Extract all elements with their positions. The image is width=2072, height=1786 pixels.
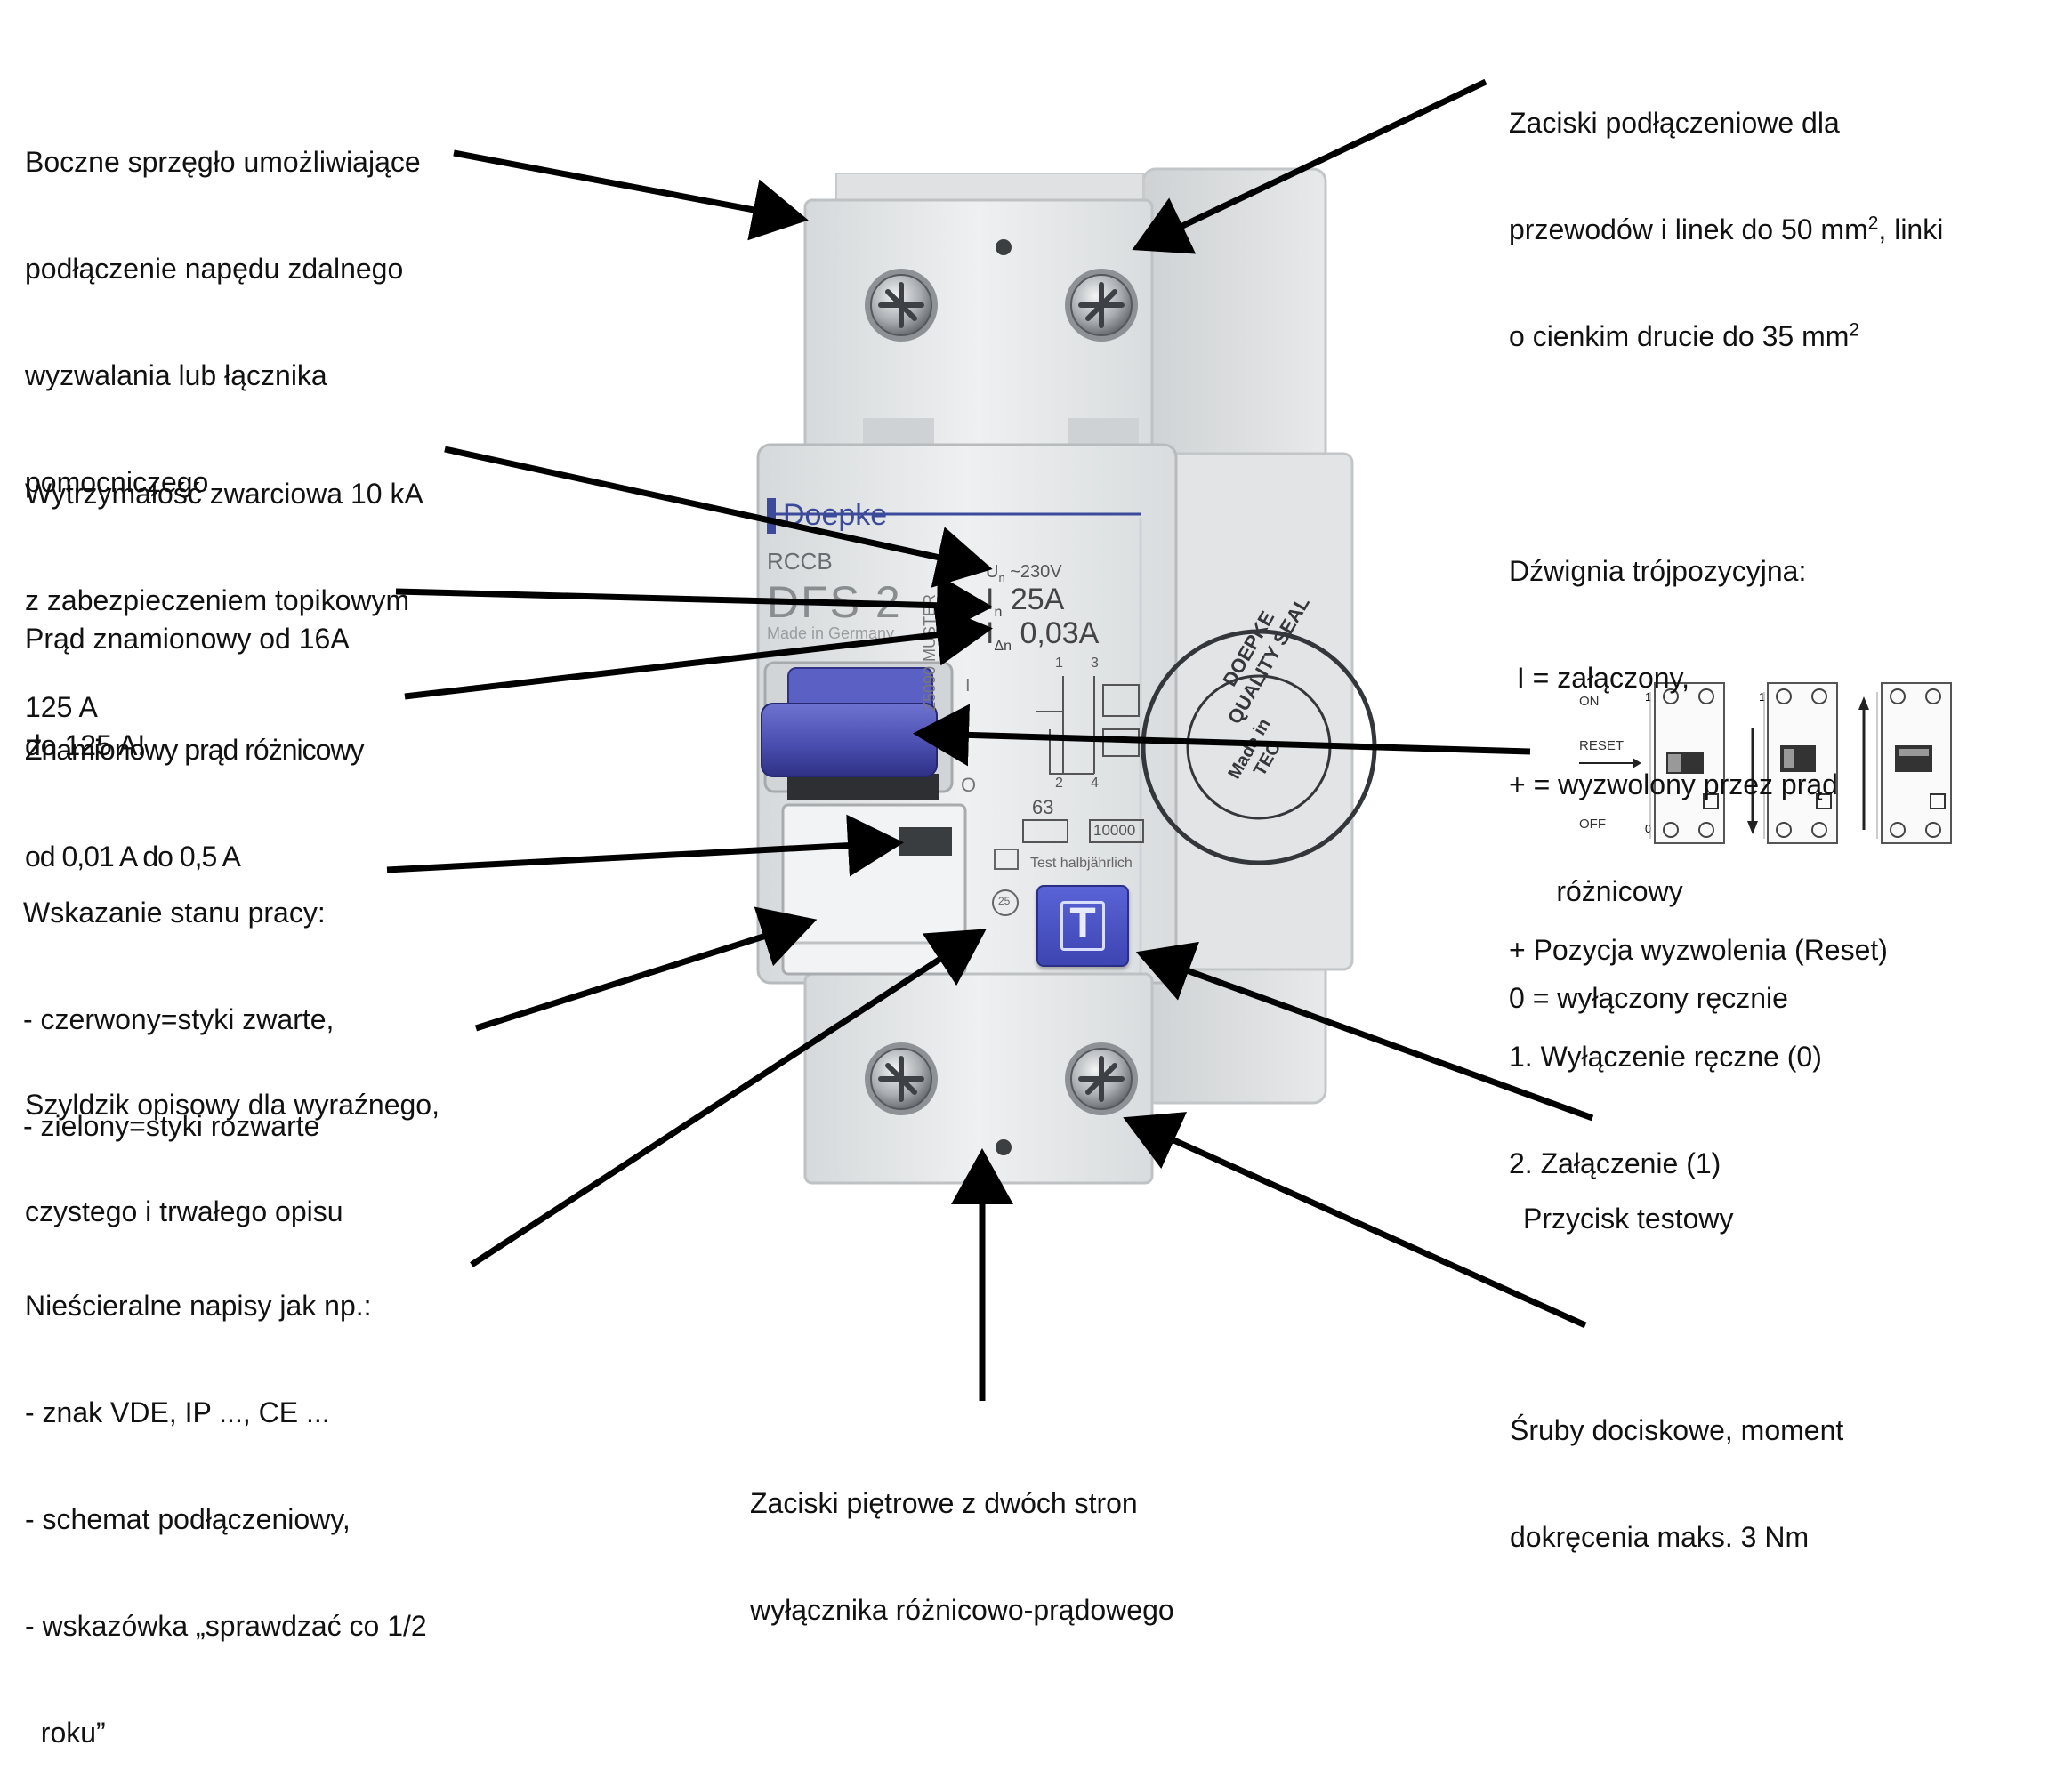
rating-left: 63: [1032, 796, 1054, 818]
arrow-status: [386, 814, 904, 877]
terminal-label-3: 3: [1091, 656, 1099, 671]
switch-lever[interactable]: [761, 667, 939, 777]
callout-tier-terminals: Zaciski piętrowe z dwóch stron wyłącznik…: [750, 1487, 1174, 1626]
diagram-reset-label: RESET: [1579, 738, 1625, 753]
callout-rated-current: Prąd znamionowy od 16A do 125 A!: [25, 623, 350, 761]
callout-test-button: Przycisk testowy: [1523, 1203, 1734, 1235]
diagram-on-label: ON: [1579, 694, 1600, 709]
arrow-label-plate: [474, 906, 818, 1032]
arrow-markings: [470, 929, 987, 1267]
arrow-side-coupling: [453, 149, 809, 241]
svg-text:1: 1: [1645, 690, 1651, 704]
arrow-residual-current: [404, 603, 993, 700]
rating-badge: 25: [998, 895, 1011, 907]
svg-text:1: 1: [1759, 690, 1765, 704]
callout-markings: Nieścieralne napisy jak np.: - znak VDE,…: [25, 1290, 427, 1749]
callout-status: Wskazanie stanu pracy: - czerwony=styki …: [23, 897, 335, 1142]
device-made-in: Made in Germany: [767, 624, 895, 642]
screw-icon: [865, 1042, 938, 1115]
callout-side-coupling: Boczne sprzęgło umożliwiające podłączeni…: [25, 146, 421, 498]
wiring-schematic: [1022, 676, 1144, 843]
diagram-off-label: OFF: [1579, 817, 1606, 832]
screw-icon: [1065, 1042, 1138, 1115]
brand-marker: [767, 498, 776, 534]
arrow-test-button: [1135, 941, 1594, 1122]
device-type: RCCB: [767, 548, 833, 575]
switch-mark-off: O: [961, 774, 977, 796]
callout-residual-current: Znamionowy prąd różnicowy od 0,01 A do 0…: [25, 734, 364, 873]
terminal-label-4: 4: [1091, 776, 1099, 791]
callout-label-plate: Szyldzik opisowy dla wyraźnego, czystego…: [25, 1089, 439, 1227]
switch-mark-on: I: [965, 676, 971, 696]
callout-terminals-top: Zaciski podłączeniowe dla przewodów i li…: [1509, 107, 1944, 352]
arrow-lever: [913, 704, 1531, 767]
arrow-terminals-top: [1132, 78, 1487, 254]
screw-icon: [1065, 269, 1138, 342]
test-instruction: Test halbjährlich: [1030, 856, 1133, 871]
top-terminal-block: [803, 198, 1154, 455]
callout-screws: Śruby dociskowe, moment dokręcenia maks.…: [1510, 1414, 1844, 1553]
arrow-screws: [1123, 1112, 1587, 1329]
test-button[interactable]: T: [1036, 885, 1129, 967]
lever-position-diagram: ON RESET OFF 1 0 1: [1570, 674, 1962, 852]
screw-icon: [865, 269, 938, 342]
callout-reset-steps: + Pozycja wyzwolenia (Reset) 1. Wyłączen…: [1509, 934, 1888, 1179]
terminal-label-2: 2: [1055, 776, 1063, 791]
terminal-label-1: 1: [1055, 656, 1063, 671]
callout-lever: Dźwignia trójpozycyjna: I = załączony, +…: [1509, 555, 1838, 1014]
callout-arrows: [386, 78, 1594, 1401]
callout-short-circuit: Wytrzymałość zwarciowa 10 kA z zabezpiec…: [25, 478, 423, 723]
test-button-letter: T: [1069, 900, 1096, 947]
svg-text:0: 0: [1645, 822, 1651, 835]
arrow-short-circuit: [444, 446, 993, 588]
rating-right: 10000: [1093, 822, 1136, 839]
arrow-rated-current: [395, 574, 993, 637]
approval-symbols: [992, 849, 1019, 916]
residual-current-rating: IΔn 0,03A: [986, 616, 1100, 654]
diagram-panels: 1 0 1: [1579, 682, 1952, 844]
